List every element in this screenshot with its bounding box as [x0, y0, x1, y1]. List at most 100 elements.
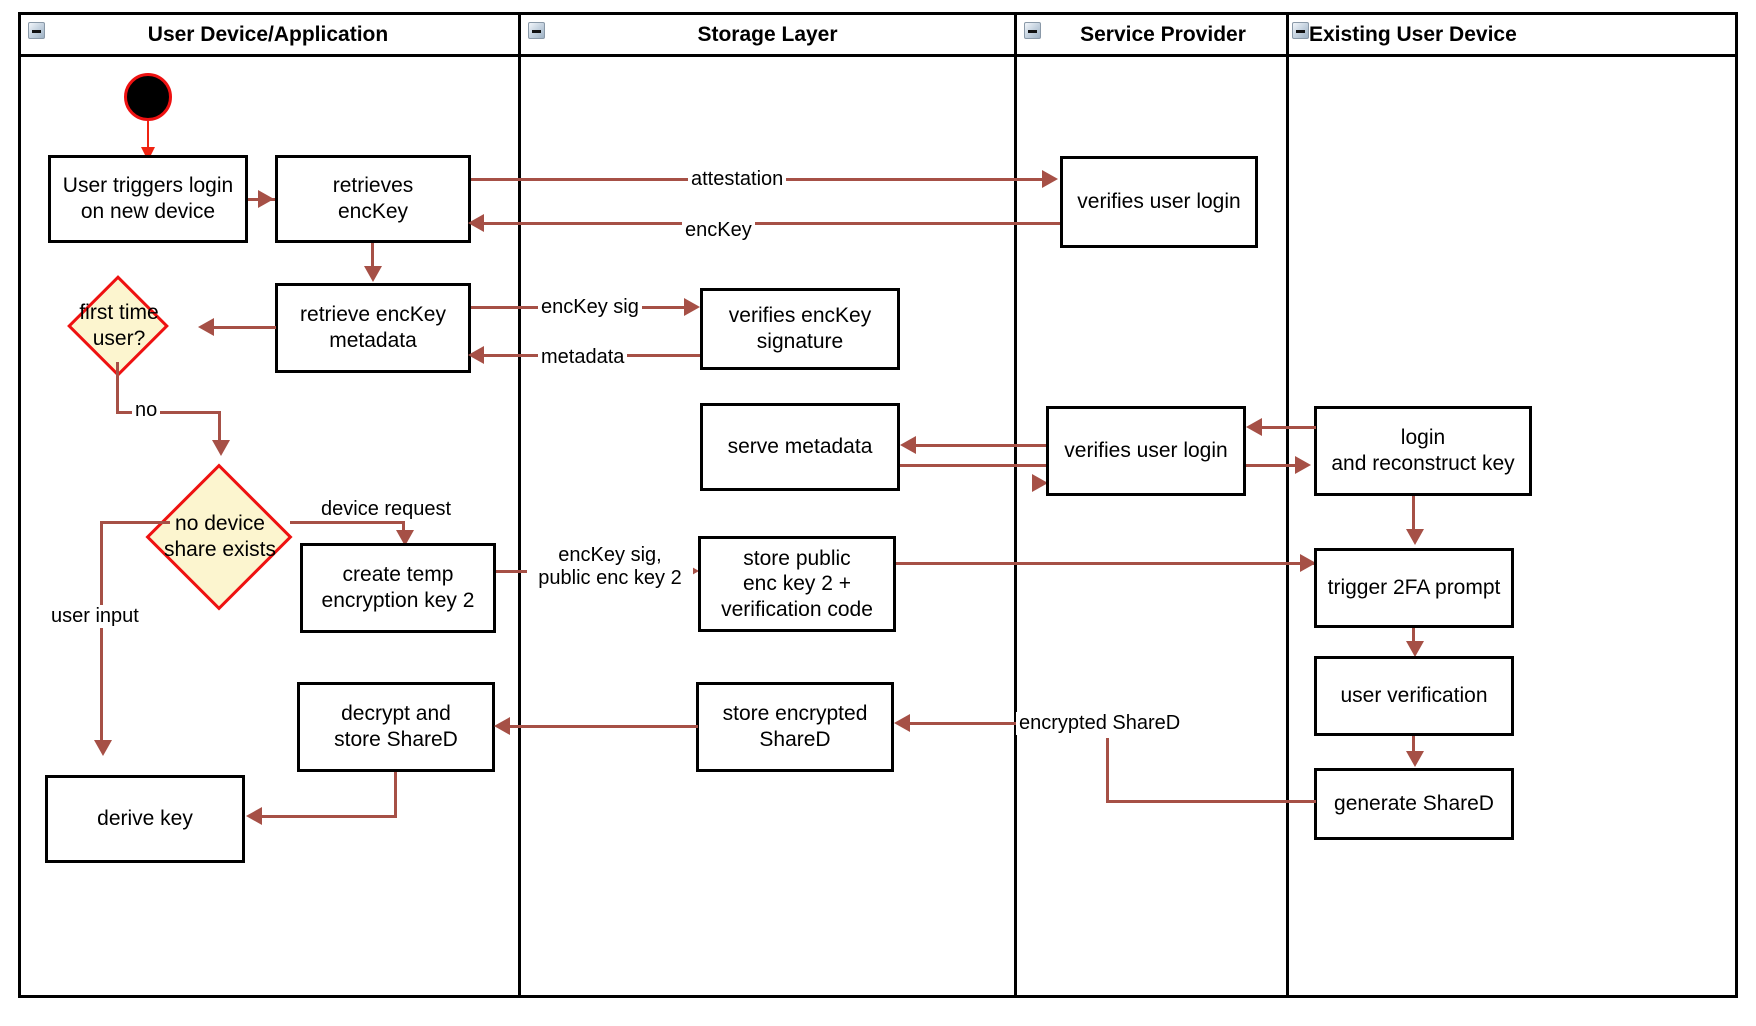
arrowhead-device-request [396, 530, 414, 546]
edge-storepub-to-2fa [896, 562, 1316, 565]
arrowhead-login-to-retrieves [258, 190, 274, 208]
edge-enckey-return [480, 222, 1061, 225]
lane-divider-1 [518, 12, 521, 998]
node-retrieves-enckey[interactable]: retrieves encKey [275, 155, 471, 243]
lane-divider-3 [1286, 12, 1289, 998]
arrowhead-enckey-sig [684, 298, 700, 316]
node-label: store encrypted ShareD [722, 702, 868, 751]
arrowhead-decrypt-to-derive [246, 807, 262, 825]
node-retrieve-enckey-metadata[interactable]: retrieve encKey metadata [275, 283, 471, 373]
edge-no-v1 [116, 362, 119, 413]
edge-retrieves-to-metadata [371, 243, 374, 276]
edge-label-metadata: metadata [538, 346, 628, 369]
node-label: retrieve encKey metadata [300, 303, 446, 352]
arrowhead-attestation [1042, 170, 1058, 188]
node-derive-key[interactable]: derive key [45, 775, 245, 863]
arrowhead-login-to-sp [1246, 418, 1262, 436]
node-store-public-enc-key-2[interactable]: store public enc key 2 + verification co… [698, 536, 896, 632]
node-label: decrypt and store ShareD [334, 702, 458, 751]
collapse-icon-lane-3[interactable] [1024, 22, 1041, 39]
edge-label-enckey-sig-public: encKey sig, public enc key 2 [527, 544, 693, 590]
edge-storeenc-to-decrypt [508, 725, 698, 728]
edge-decrypt-to-derive-h [258, 815, 397, 818]
arrowhead-enckey-return [468, 214, 484, 232]
initial-node [124, 73, 172, 121]
edge-label-enckey: encKey [682, 219, 755, 242]
edge-label-line-1: encKey sig, [558, 544, 662, 566]
collapse-icon-lane-2[interactable] [528, 22, 545, 39]
arrowhead-metadata-return [468, 346, 484, 364]
arrowhead-2fa-to-verify [1406, 641, 1424, 657]
lane-title-storage-layer: Storage Layer [697, 23, 838, 46]
node-label: verifies user login [1064, 439, 1228, 463]
edge-label-enckey-sig: encKey sig [538, 296, 642, 319]
edge-encshared-h2 [906, 722, 1108, 725]
edge-metadata-to-firsttime [210, 326, 276, 329]
lane-divider-2 [1014, 12, 1017, 998]
node-trigger-2fa-prompt[interactable]: trigger 2FA prompt [1314, 548, 1514, 628]
lane-title-service-provider: Service Provider [1080, 23, 1246, 46]
edge-label-attestation: attestation [688, 168, 787, 191]
node-label: User triggers login on new device [62, 174, 234, 223]
node-verifies-user-login-2[interactable]: verifies user login [1046, 406, 1246, 496]
node-create-temp-encryption-key-2[interactable]: create temp encryption key 2 [300, 543, 496, 633]
lane-title-user-device-application: User Device/Application [147, 23, 389, 46]
edge-user-input-v [100, 521, 103, 747]
node-user-verification[interactable]: user verification [1314, 656, 1514, 736]
arrowhead-verify-to-generate [1406, 751, 1424, 767]
edge-start-to-login [147, 121, 149, 157]
arrowhead-login-to-2fa [1406, 529, 1424, 545]
node-label: verifies user login [1077, 190, 1241, 214]
edge-label-no: no [132, 399, 161, 422]
node-decrypt-and-store-shared[interactable]: decrypt and store ShareD [297, 682, 495, 772]
edge-sp-to-login [1246, 464, 1302, 467]
arrowhead-sp-to-serve [900, 436, 916, 454]
node-verifies-user-login-1[interactable]: verifies user login [1060, 156, 1258, 248]
edge-2fa-to-verify-v [1412, 628, 1415, 650]
edge-sp-to-serve-h2 [912, 444, 1090, 447]
edge-encshared-v [1106, 738, 1109, 802]
edge-device-request-h [290, 521, 405, 524]
edge-label-user-input: user input [48, 605, 142, 628]
edge-label-device-request: device request [318, 498, 455, 521]
edge-verify-to-generate-v [1412, 736, 1415, 762]
node-label: create temp encryption key 2 [321, 563, 475, 612]
node-store-encrypted-shared[interactable]: store encrypted ShareD [696, 682, 894, 772]
collapse-icon-lane-4[interactable] [1292, 22, 1309, 39]
edge-login-to-2fa-v [1412, 496, 1415, 537]
edge-label-encrypted-shared: encrypted ShareD [1016, 712, 1184, 735]
arrowhead-encshared [894, 714, 910, 732]
arrowhead-serve-to-sp [1032, 474, 1048, 492]
node-label: verifies encKey signature [728, 304, 872, 353]
arrowhead-storeenc-to-decrypt [494, 717, 510, 735]
edge-no-v2 [218, 411, 221, 449]
edge-login-to-sp [1258, 426, 1316, 429]
arrowhead-sp-to-login [1295, 456, 1311, 474]
node-serve-metadata[interactable]: serve metadata [700, 403, 900, 491]
node-label: trigger 2FA prompt [1327, 576, 1501, 600]
collapse-icon-lane-1[interactable] [28, 22, 45, 39]
arrowhead-storepub-to-2fa [1300, 554, 1316, 572]
arrowhead-user-input [94, 740, 112, 756]
node-generate-shared[interactable]: generate ShareD [1314, 768, 1514, 840]
node-login-and-reconstruct-key[interactable]: login and reconstruct key [1314, 406, 1532, 496]
edge-no-h [116, 411, 221, 414]
edge-user-input-h [100, 521, 170, 524]
node-user-triggers-login[interactable]: User triggers login on new device [48, 155, 248, 243]
arrowhead-no [212, 440, 230, 456]
arrowhead-metadata-to-firsttime [198, 318, 214, 336]
node-verifies-enckey-signature[interactable]: verifies encKey signature [700, 288, 900, 370]
edge-encshared-h1 [1106, 800, 1316, 803]
node-label: derive key [97, 807, 193, 831]
node-label: user verification [1340, 684, 1488, 708]
node-label: retrieves encKey [332, 174, 414, 223]
node-label: login and reconstruct key [1331, 426, 1515, 475]
node-label: serve metadata [727, 435, 873, 459]
edge-decrypt-to-derive-v [394, 772, 397, 817]
node-label: generate ShareD [1334, 792, 1494, 816]
arrowhead-retrieves-to-metadata [364, 266, 382, 282]
lane-title-existing-user-device: Existing User Device [1309, 23, 1517, 46]
node-label: store public enc key 2 + verification co… [721, 546, 873, 621]
swimlane-header-row [18, 12, 1738, 57]
